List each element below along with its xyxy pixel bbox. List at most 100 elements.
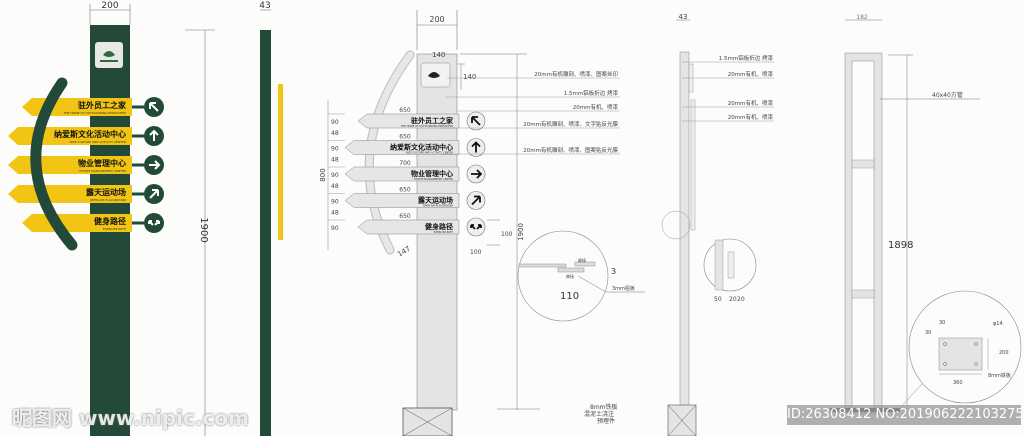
- height-dim: 1900: [198, 217, 209, 242]
- sign-title-en: EXERCISE PATH: [434, 230, 453, 234]
- arrow-up-right-icon: [149, 189, 159, 199]
- tube-note: 40x40方管: [932, 91, 963, 99]
- gap-dim: 48: [331, 210, 339, 217]
- material-note: 20mm有机、喷漆: [573, 103, 619, 111]
- row-height-dim: 90: [331, 146, 339, 153]
- arrows-split-icon: [470, 224, 482, 230]
- row-height-dim: 90: [331, 119, 339, 126]
- height-dim: 1898: [888, 240, 913, 251]
- height-dim: 1900: [517, 223, 525, 241]
- sign-title-en: OPEN AIR PLAYGROUND: [423, 204, 453, 208]
- sign-title-en: OPEN AIR PLAYGROUND: [90, 198, 127, 202]
- width-dim: 200: [429, 15, 444, 24]
- technical-side-view: 43 1.5mm铝板折边 烤漆 20mm有机、喷漆 20mm有机、喷漆 20mm有机、…: [661, 13, 774, 436]
- arrow-right-icon: [471, 169, 483, 179]
- detail-dim: 50: [714, 296, 722, 303]
- detail-dim: 20: [729, 296, 737, 303]
- total-dim: 800: [319, 168, 327, 181]
- detail-dim: 30: [925, 330, 931, 336]
- grey-sign-panel: [344, 140, 460, 155]
- sign-title-cn: 驻外员工之家: [78, 100, 127, 110]
- detail-hole: φ14: [993, 321, 1003, 327]
- arrow-up-icon: [149, 129, 159, 141]
- sign-title-en: NICE CULTURE AND ACTIVITY CENTER: [406, 151, 453, 155]
- grey-sign-panel: [344, 193, 460, 208]
- detail-dim: 20: [737, 296, 745, 303]
- material-note: 20mm有机、喷漆: [728, 70, 774, 78]
- curved-arc: [30, 77, 78, 251]
- material-note: 20mm有机雕刻、喷漆、图案丝印: [534, 70, 618, 78]
- sign-title-en: THE HOME OF OUTSTANDING EMPLOYEES: [62, 111, 126, 115]
- row-height-dim: 90: [331, 225, 339, 232]
- detail-dim: 30: [939, 320, 945, 326]
- width-dim: 650: [399, 213, 411, 220]
- depth-dim: 43: [259, 1, 270, 11]
- grey-sign-panel: [344, 166, 460, 182]
- material-note: 20mm有机、喷漆: [728, 99, 774, 107]
- material-note: 1.5mm铝板折边 烤漆: [564, 89, 619, 97]
- color-side-view: 1900 43: [185, 1, 283, 436]
- gap-dim: 48: [331, 183, 339, 190]
- detail-h: 200: [999, 350, 1009, 356]
- detail-w: 360: [953, 380, 963, 386]
- logo-dim: 140: [463, 73, 476, 81]
- direction-circle: [466, 217, 486, 237]
- base-note: 预埋件: [597, 417, 615, 425]
- width-dim: 182: [856, 14, 868, 21]
- width-dim: 200: [101, 1, 118, 11]
- base-note: 混泥土浇注: [584, 410, 614, 418]
- frame-view: 182 1898 40x40方管 30 30 φ14 200 360 8mm铁板: [830, 14, 1022, 414]
- detail-dim-3: 3: [611, 267, 616, 276]
- gap-dim: 48: [331, 130, 339, 137]
- circle-dim-w: 100: [470, 249, 482, 256]
- width-dim: 650: [399, 134, 411, 141]
- material-note: 20mm有机、喷漆: [728, 113, 774, 121]
- grey-sign-panel: [357, 113, 460, 129]
- sign-title-cn: 健身路径: [425, 222, 453, 231]
- sign-title-cn: 露天运动场: [418, 196, 453, 205]
- detail-label-top: 卿接: [578, 257, 586, 263]
- detail-label-bottom: 卿接: [566, 273, 574, 279]
- material-note: 1.5mm铝板折边 烤漆: [719, 54, 774, 62]
- row-height-dim: 90: [331, 199, 339, 206]
- sign-title-cn: 驻外员工之家: [411, 116, 454, 125]
- sign-title-cn: 物业管理中心: [78, 158, 126, 168]
- watermark-id: ID:26308412 NO:20190622210327518081: [787, 405, 1021, 425]
- width-dim: 650: [399, 187, 411, 194]
- sign-title-cn: 健身路径: [94, 216, 126, 226]
- arrow-right-icon: [149, 160, 161, 170]
- width-dim: 700: [399, 160, 411, 167]
- sign-title-cn: 露天运动场: [86, 187, 126, 197]
- watermark-site: 昵图网 www.nipic.com: [12, 406, 249, 430]
- base-note: 8mm铁板: [590, 403, 618, 411]
- detail-plate: 8mm铁板: [988, 372, 1011, 379]
- arrow-up-left-icon: [149, 102, 159, 112]
- width-dim: 650: [399, 107, 411, 114]
- grey-sign-panel: [357, 219, 460, 235]
- arrow-up-right-icon: [471, 195, 481, 206]
- sign-title-cn: 纳爱斯文化活动中心: [390, 143, 453, 152]
- arrow-up-left-icon: [471, 116, 481, 126]
- sign-title-en: NICE CULTURE AND ACTIVITY CENTER: [69, 140, 126, 144]
- arrows-split-icon: [148, 220, 160, 226]
- top-dim: 140: [432, 51, 445, 59]
- material-note: 20mm有机雕刻、喷漆、文字贴反光膜: [523, 120, 618, 128]
- sign-title-cn: 纳爱斯文化活动中心: [54, 129, 126, 139]
- depth-dim: 43: [679, 13, 688, 21]
- direction-circle: [144, 213, 164, 233]
- arrow-up-icon: [471, 141, 481, 153]
- detail-dim-110: 110: [560, 291, 579, 302]
- material-note: 20mm有机雕刻、喷漆、图案贴反光膜: [523, 146, 618, 154]
- sign-title-en: ESTATE MANAGEMENT CENTER: [79, 169, 126, 173]
- gap-dim: 48: [331, 157, 339, 164]
- arc-dim: 147: [396, 245, 412, 259]
- detail-plate: 3mm铝板: [612, 285, 635, 292]
- sign-title-en: EXERCISE PATH: [103, 227, 126, 231]
- sign-title-en: THE HOME OF OUTSTANDING EMPLOYEES: [401, 124, 454, 128]
- sign-title-en: ESTATE MANAGEMENT CENTER: [414, 177, 453, 181]
- row-height-dim: 90: [331, 172, 339, 179]
- sign-title-cn: 物业管理中心: [411, 169, 453, 178]
